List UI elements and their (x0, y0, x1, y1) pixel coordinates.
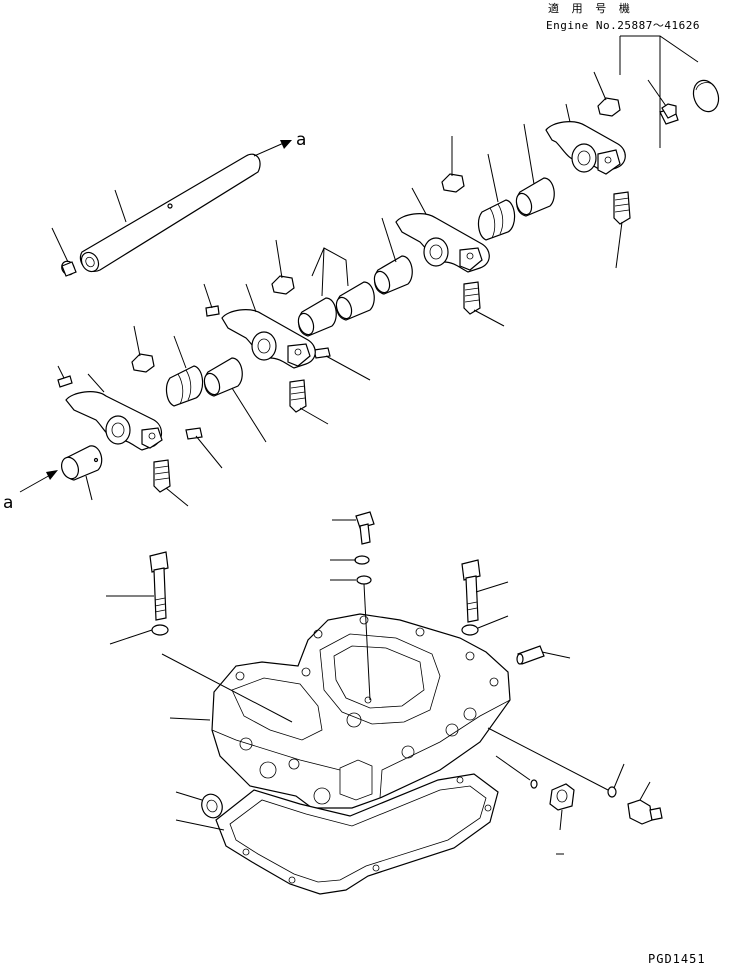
rocker-arm-3 (395, 187, 490, 273)
rocker-arm-4 (545, 103, 626, 175)
center-bolt (330, 511, 375, 701)
plug-small (495, 755, 538, 789)
spring-3 (477, 153, 516, 241)
applicable-serial-label: 適 用 号 機 (548, 2, 633, 15)
right-bolt (461, 559, 509, 636)
small-pins (57, 283, 371, 469)
diagram-code: PGD1451 (648, 952, 706, 966)
valve-housing (169, 613, 511, 809)
serial-bracket (619, 35, 699, 148)
nut-3 (441, 136, 465, 193)
adjust-screw-1 (153, 459, 189, 507)
seal-ring (175, 791, 223, 819)
spring-1 (165, 335, 204, 407)
shaft-plug (51, 227, 77, 277)
left-bolt (106, 551, 293, 723)
bushing-1 (60, 445, 103, 501)
rocker-arm-2 (221, 283, 316, 369)
nut-2 (271, 239, 295, 295)
adjust-screw-3 (463, 281, 505, 327)
end-cap (692, 79, 720, 113)
arrow-a-bottom-label: a (3, 493, 13, 513)
arrow-a-bottom (19, 470, 58, 493)
bushing-pair (297, 247, 375, 337)
adjust-screw-2 (289, 379, 329, 425)
stud-4 (647, 79, 679, 125)
rocker-shaft (79, 140, 292, 273)
rocker-arm-1 (65, 373, 163, 451)
nut-1 (131, 325, 155, 373)
pressure-switch (627, 781, 663, 825)
adjust-screw-4 (613, 191, 631, 269)
dowel-pin (516, 645, 571, 665)
nut-4 (593, 71, 621, 117)
arrow-a-top-label: a (296, 130, 306, 150)
bushing-3 (373, 217, 413, 295)
engine-serial-range: Engine No.25887～41626 (546, 19, 700, 32)
sensor-plug (487, 727, 625, 798)
hex-plug (549, 783, 575, 855)
bushing-2 (203, 357, 267, 443)
bushing-4 (515, 123, 555, 217)
housing-gasket (175, 773, 499, 895)
